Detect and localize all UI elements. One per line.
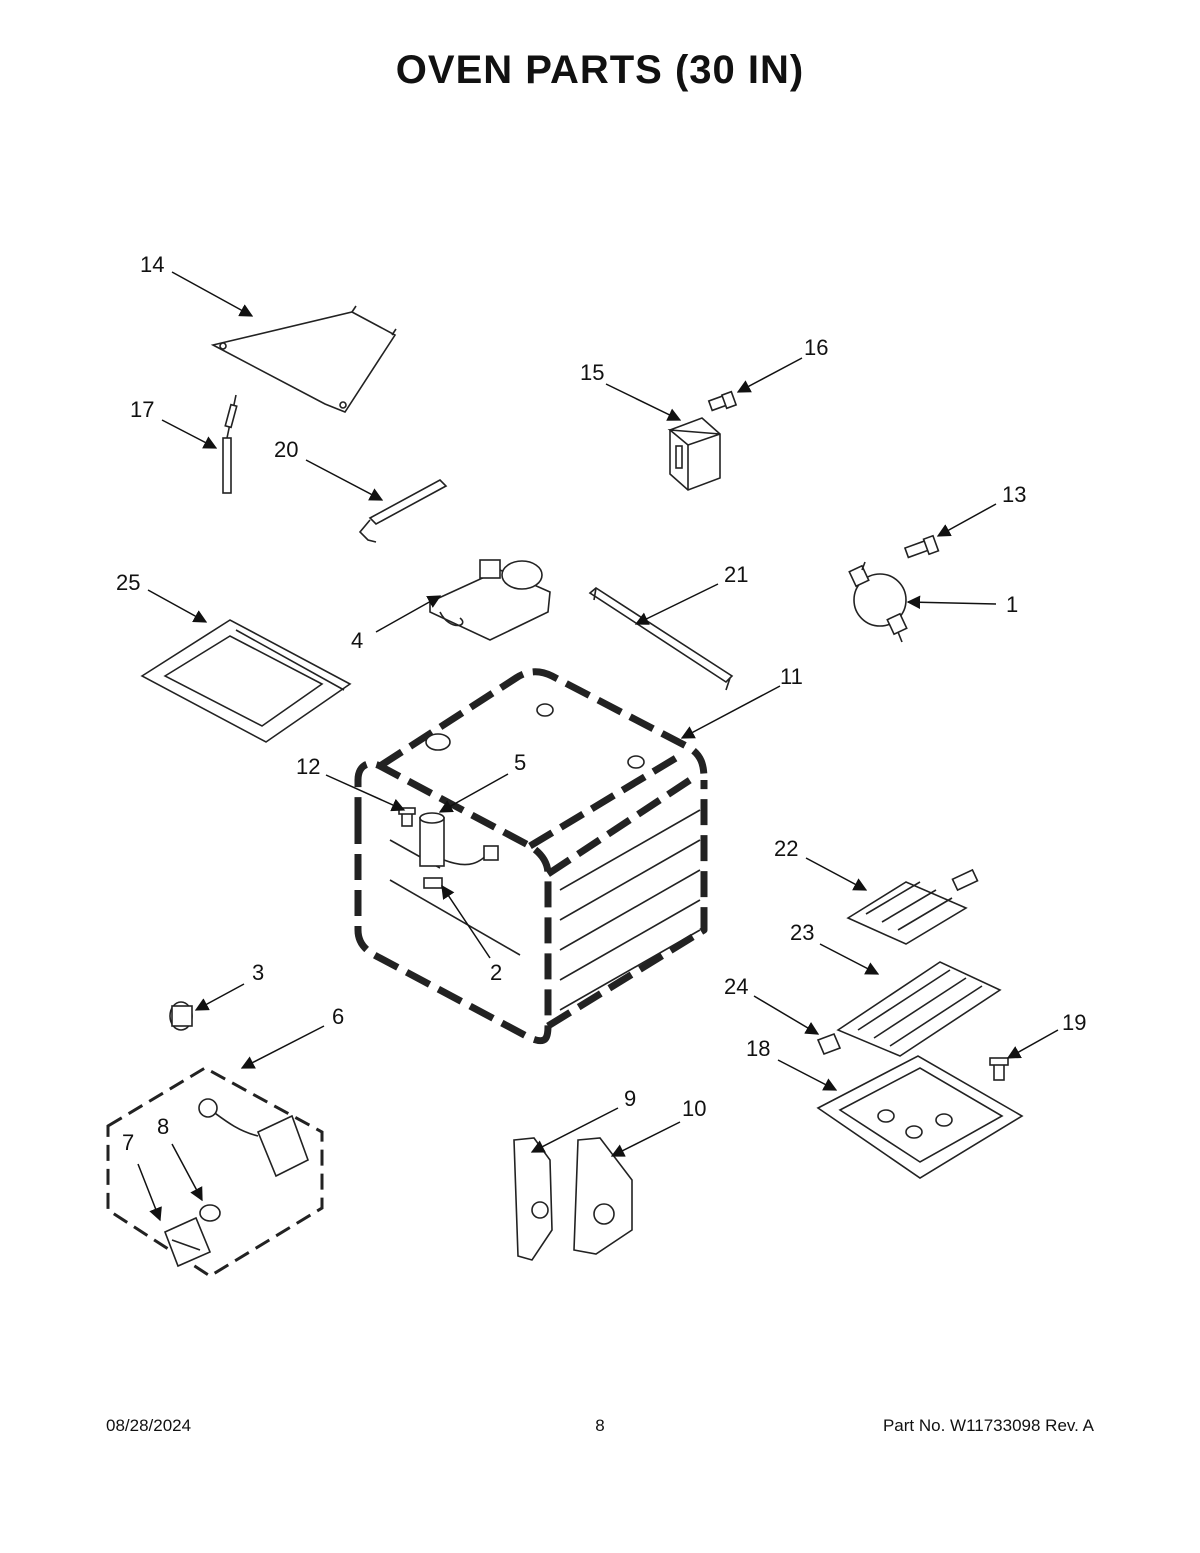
callout-20: 20 <box>274 437 298 462</box>
part-20-sensor <box>358 479 448 543</box>
part-10-hinge <box>573 1137 633 1255</box>
part-15-bracket <box>667 417 721 491</box>
footer-part-number: Part No. W11733098 Rev. A <box>882 1416 1094 1435</box>
callout-5: 5 <box>514 750 526 775</box>
part-11-oven-cavity <box>354 668 708 1045</box>
part-22-element <box>846 868 979 945</box>
callout-24: 24 <box>724 974 748 999</box>
part-7-lens <box>163 1216 212 1268</box>
callout-11: 11 <box>780 664 803 689</box>
part-6-light-assembly-group <box>106 1066 324 1278</box>
part-9-hinge <box>513 1137 553 1261</box>
part-3-knob <box>169 1001 193 1031</box>
callout-1: 1 <box>1006 592 1018 617</box>
footer-page-number: 8 <box>595 1416 605 1435</box>
part-23-element <box>836 961 1002 1057</box>
callout-12: 12 <box>296 754 320 779</box>
part-4-lock-assembly <box>429 559 551 641</box>
page-title: OVEN PARTS (30 IN) <box>395 48 805 92</box>
callout-9: 9 <box>624 1086 636 1111</box>
callout-4: 4 <box>351 628 363 653</box>
callout-2: 2 <box>490 960 502 985</box>
callout-23: 23 <box>790 920 814 945</box>
part-2-connector <box>423 877 443 889</box>
part-25-door-window <box>140 619 352 743</box>
callout-15: 15 <box>580 360 604 385</box>
callout-21: 21 <box>724 562 748 587</box>
part-18-pan <box>816 1055 1024 1179</box>
part-17-probe <box>222 394 238 494</box>
part-8-bulb <box>199 1204 221 1222</box>
callout-16: 16 <box>804 335 828 360</box>
callout-6: 6 <box>332 1004 344 1029</box>
part-5-element <box>419 812 499 867</box>
part-16-screw <box>707 390 738 412</box>
callout-18: 18 <box>746 1036 770 1061</box>
callout-8: 8 <box>157 1114 169 1139</box>
callout-labels: 14 17 20 15 16 13 1 21 4 25 11 12 5 2 3 … <box>116 252 1086 1155</box>
callout-14: 14 <box>140 252 164 277</box>
callout-7: 7 <box>122 1130 134 1155</box>
callout-10: 10 <box>682 1096 706 1121</box>
part-1-thermostat <box>848 561 908 643</box>
callout-13: 13 <box>1002 482 1026 507</box>
part-14-panel <box>210 305 397 413</box>
callout-17: 17 <box>130 397 154 422</box>
part-12-screw <box>398 807 416 827</box>
callout-22: 22 <box>774 836 798 861</box>
footer-date: 08/28/2024 <box>106 1416 192 1435</box>
leader-arrows <box>137 271 1059 1222</box>
part-19-screw <box>989 1057 1009 1081</box>
part-21-rail <box>588 587 734 691</box>
callout-3: 3 <box>252 960 264 985</box>
part-24-clip <box>816 1032 842 1056</box>
part-13-screw <box>903 534 940 559</box>
callout-25: 25 <box>116 570 140 595</box>
callout-19: 19 <box>1062 1010 1086 1035</box>
